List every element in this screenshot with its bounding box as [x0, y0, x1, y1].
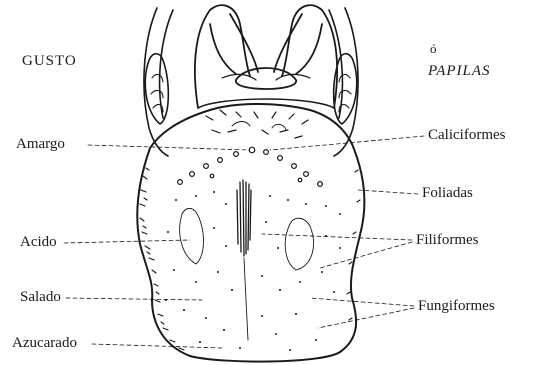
median-sulcus [237, 180, 251, 340]
caliciform-papillae [178, 147, 323, 186]
right-tonsil-drawing [329, 8, 358, 156]
epiglottis-drawing [195, 5, 337, 108]
leader-acido [64, 240, 190, 243]
leader-foliadas [358, 190, 418, 194]
fungiform-dots [165, 191, 341, 351]
label-azucarado: Azucarado [12, 334, 77, 352]
label-foliadas: Foliadas [422, 184, 473, 202]
header-papilas: PAPILAS [428, 62, 491, 80]
leader-fungiformes-2 [318, 308, 414, 328]
label-caliciformes: Caliciformes [428, 126, 505, 144]
header-mark: ó [430, 40, 437, 58]
label-filiformes: Filiformes [416, 231, 479, 249]
left-tonsil-drawing [144, 8, 173, 156]
leader-salado [66, 298, 202, 300]
leader-filiformes-2 [320, 242, 412, 268]
label-fungiformes: Fungiformes [418, 297, 495, 315]
header-gusto: GUSTO [22, 52, 77, 70]
tongue-shading [140, 168, 360, 350]
tongue-outline [137, 104, 364, 362]
label-salado: Salado [20, 288, 61, 306]
root-texture [206, 110, 308, 138]
leader-caliciformes [270, 136, 424, 150]
leader-azucarado [92, 344, 222, 348]
leader-filiformes-1 [262, 234, 412, 240]
label-amargo: Amargo [16, 135, 65, 153]
label-acido: Acido [20, 233, 57, 251]
leader-fungiformes-1 [310, 298, 414, 306]
leader-amargo [88, 145, 250, 150]
